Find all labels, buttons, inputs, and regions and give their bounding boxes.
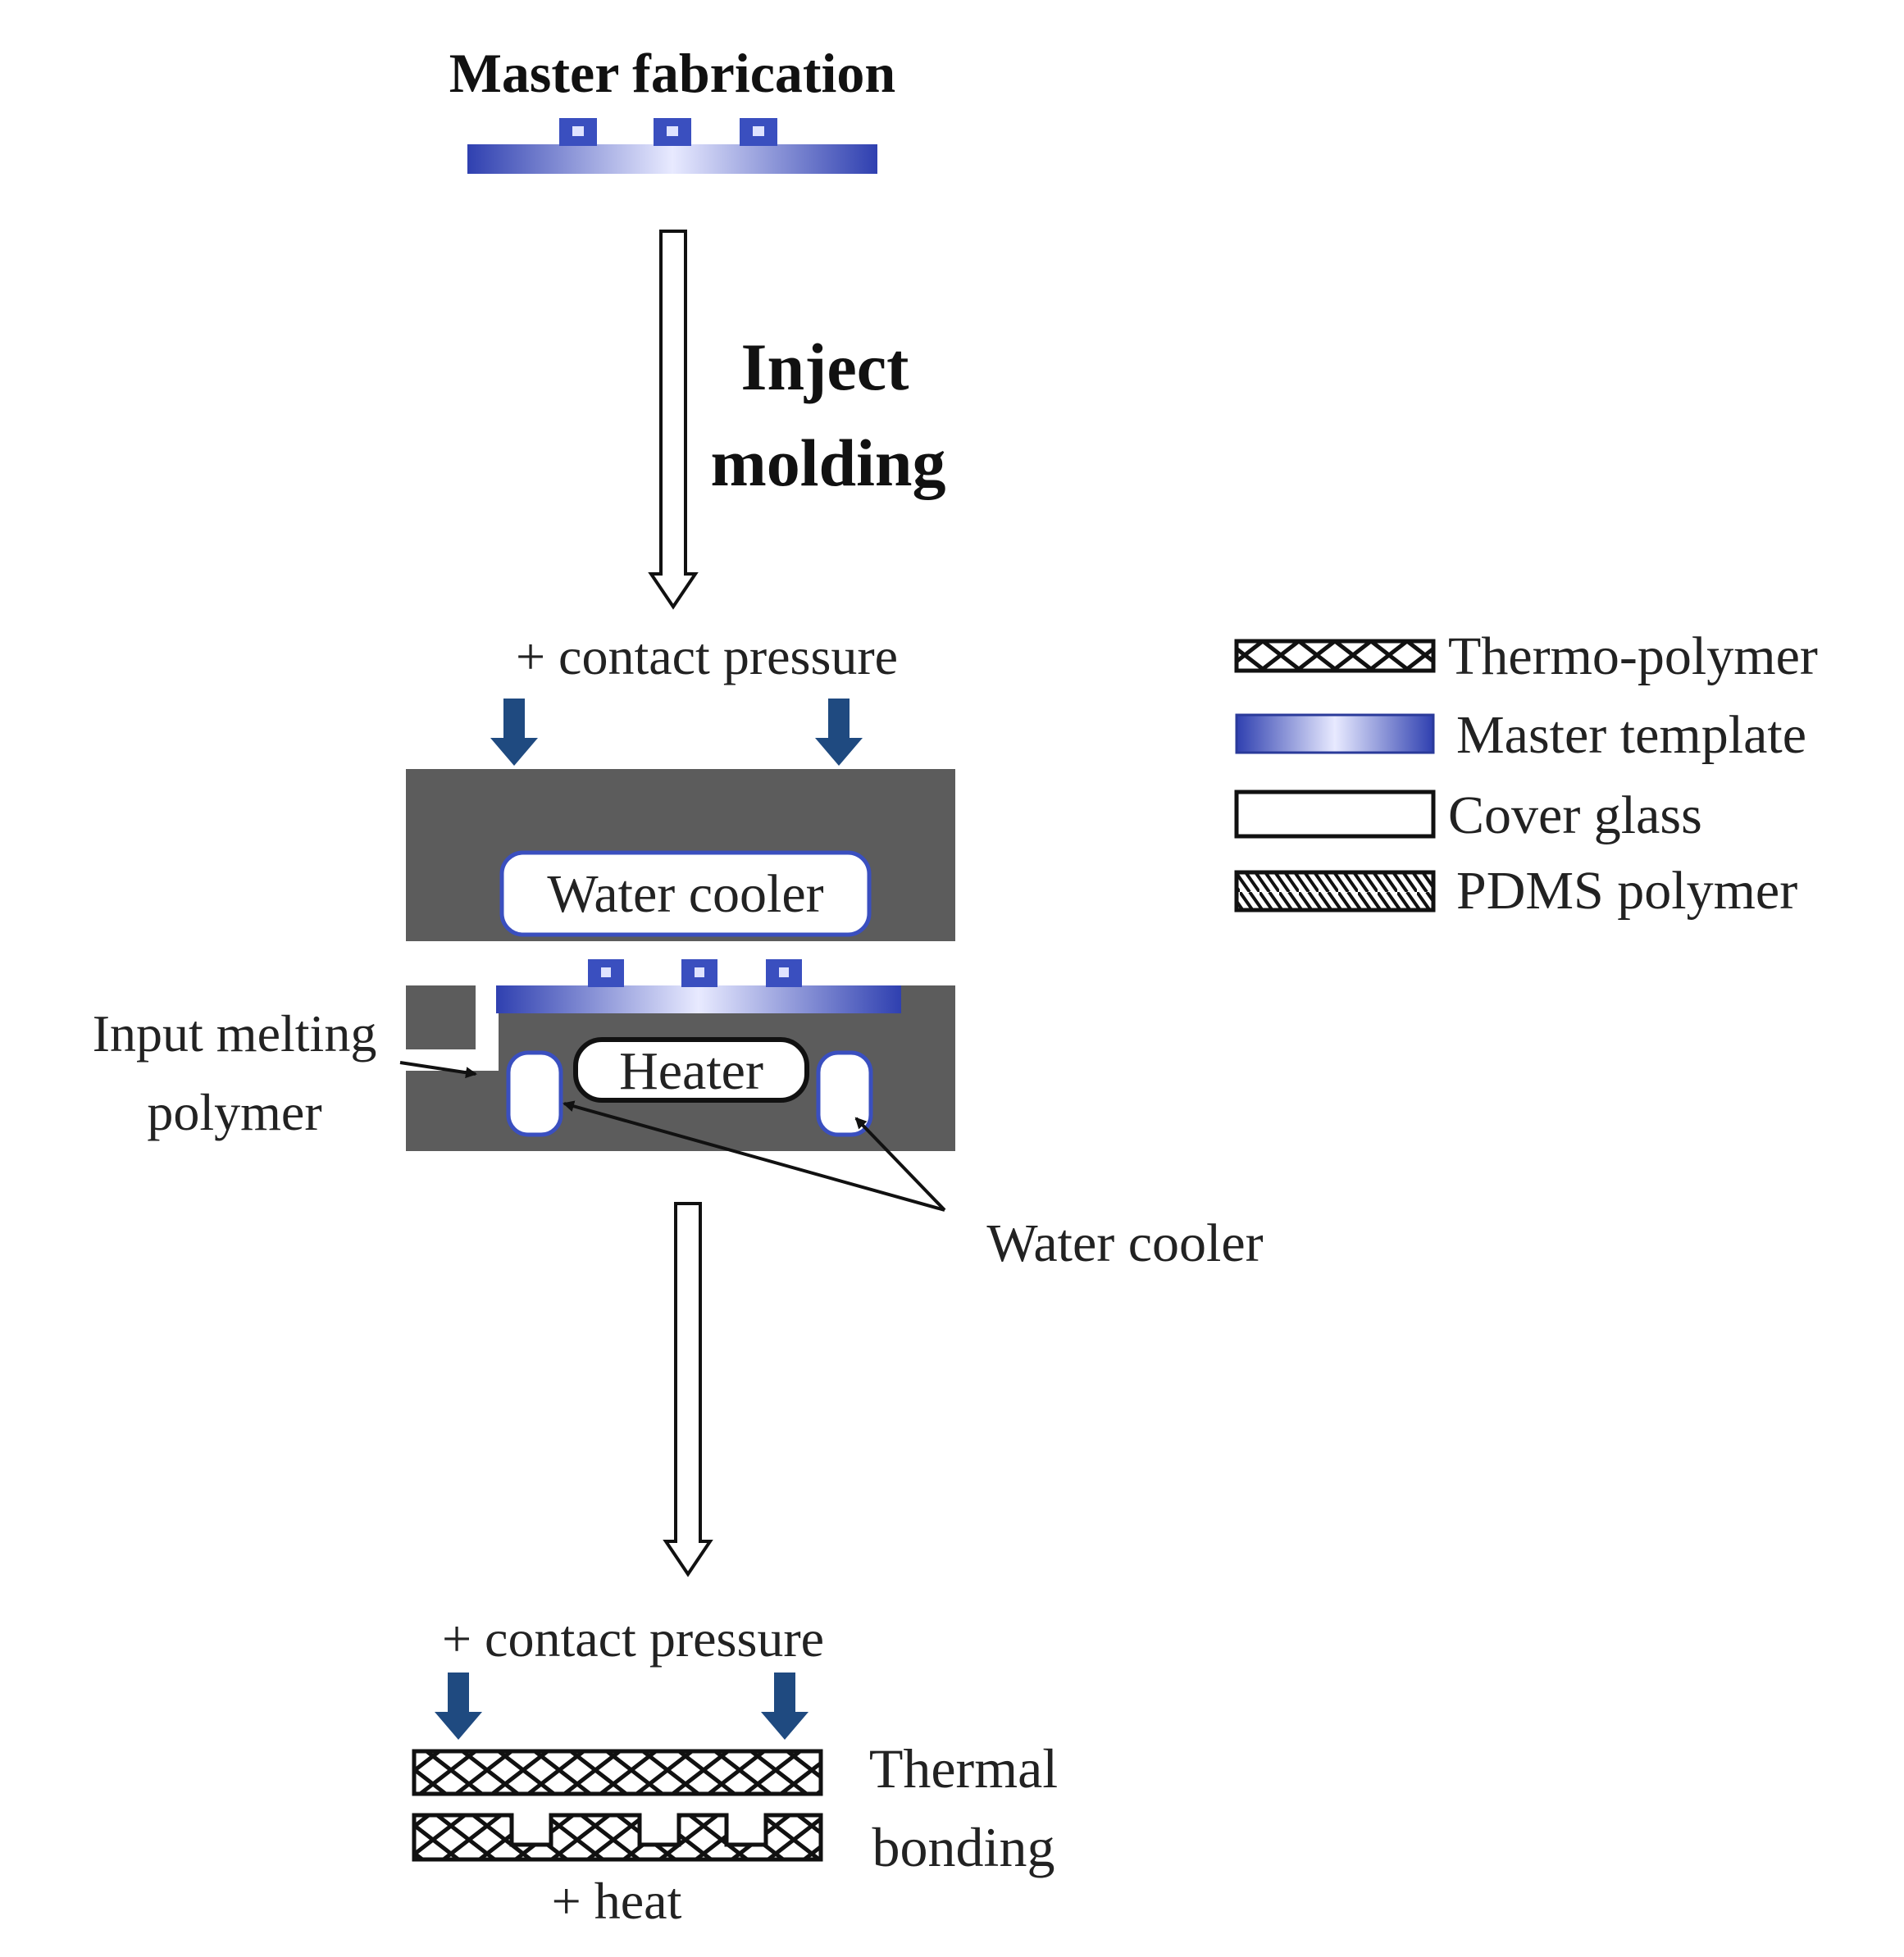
pressure-arrows-1 xyxy=(490,699,863,766)
legend-item-cover-glass: Cover glass xyxy=(1234,785,1702,845)
heater-label: Heater xyxy=(619,1041,763,1101)
legend-label: Cover glass xyxy=(1448,785,1702,845)
bonding-label-1: Thermal xyxy=(869,1737,1058,1800)
side-water-cooler-left xyxy=(506,1050,563,1137)
gradient-blue-swatch-icon xyxy=(1235,713,1435,754)
crosshatch-swatch-icon xyxy=(1234,639,1436,673)
cooler-pointer-left xyxy=(563,1100,945,1212)
pressure-arrows-2 xyxy=(435,1673,809,1740)
bonding-top-layer xyxy=(412,1749,823,1796)
step-label-molding: molding xyxy=(710,426,945,500)
input-label-1: Input melting xyxy=(93,1004,377,1063)
step-label-inject: Inject xyxy=(741,330,909,404)
legend-label: Thermo-polymer xyxy=(1448,626,1818,686)
master-template-mold xyxy=(496,959,901,1013)
heat-label: + heat xyxy=(552,1872,682,1930)
pressure-arrow-icon xyxy=(435,1673,482,1740)
white-swatch-icon xyxy=(1234,790,1436,839)
cooler-pointer-right xyxy=(854,1117,946,1212)
pressure-arrow-icon xyxy=(815,699,863,766)
diagonal-hatch-swatch-icon xyxy=(1234,870,1436,913)
process-arrow-2 xyxy=(663,1202,713,1577)
legend-item-master-template: Master template xyxy=(1235,705,1806,765)
bonding-bottom-layer xyxy=(412,1813,823,1862)
upper-water-cooler xyxy=(499,850,872,937)
legend-label: Master template xyxy=(1456,705,1806,765)
master-template-top xyxy=(467,118,877,174)
pressure-label-1: + contact pressure xyxy=(516,627,898,685)
injection-gate xyxy=(406,985,488,1049)
pressure-label-2: + contact pressure xyxy=(442,1609,824,1668)
side-water-cooler-right xyxy=(816,1050,873,1137)
legend-label: PDMS polymer xyxy=(1456,861,1797,921)
legend: Thermo-polymer Master template Cover gla… xyxy=(1234,626,1818,921)
legend-item-pdms-polymer: PDMS polymer xyxy=(1234,861,1797,921)
upper-water-cooler-label: Water cooler xyxy=(547,864,823,924)
bonding-label-2: bonding xyxy=(872,1816,1055,1878)
title: Master fabrication xyxy=(449,42,896,104)
process-arrow-1 xyxy=(648,230,699,610)
heater xyxy=(573,1037,809,1103)
legend-item-thermo-polymer: Thermo-polymer xyxy=(1234,626,1818,686)
input-label-2: polymer xyxy=(147,1083,321,1141)
pressure-arrow-icon xyxy=(761,1673,809,1740)
input-pointer xyxy=(399,1061,477,1079)
pressure-arrow-icon xyxy=(490,699,538,766)
side-water-cooler-label: Water cooler xyxy=(986,1213,1263,1273)
